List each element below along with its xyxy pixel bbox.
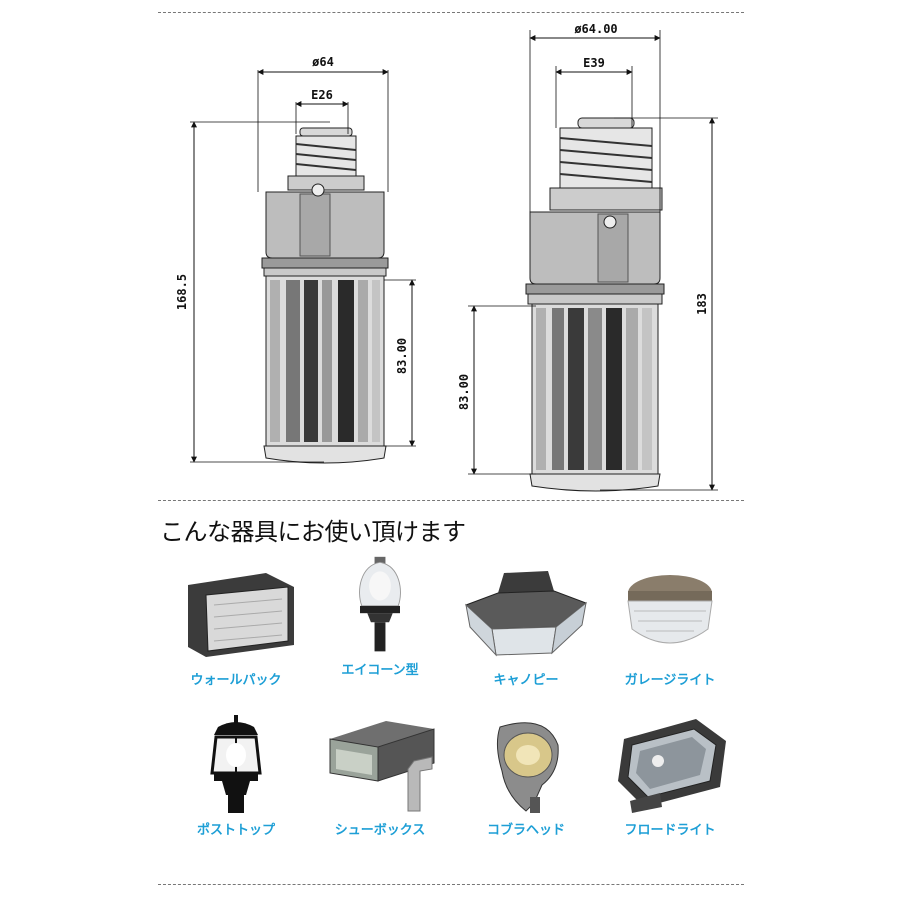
right-bulb: ø64.00 E39 183 83.00	[457, 22, 718, 492]
acorn-light-icon	[359, 556, 401, 652]
left-height-label: 168.5	[175, 274, 189, 310]
fixture-garage: ガレージライト	[600, 565, 740, 715]
left-bulb-base	[287, 127, 365, 191]
fixture-wall-pack: ウォールパック	[166, 565, 306, 715]
right-height-label: 183	[695, 293, 709, 315]
shoebox-light-icon	[329, 721, 435, 812]
fixture-flood-light: フロードライト	[600, 715, 740, 865]
fixture-label: ポストトップ	[196, 823, 275, 838]
left-bulb: ø64 E26 168.5 83.00	[175, 55, 416, 464]
left-bulb-led-body	[263, 275, 387, 464]
fixture-canopy: キャノピー	[456, 565, 596, 715]
right-bulb-housing	[525, 211, 665, 305]
fixture-label: ガレージライト	[624, 673, 716, 688]
left-bulb-housing	[261, 183, 389, 277]
post-top-icon	[210, 715, 262, 813]
fixture-label: エイコーン型	[341, 663, 419, 678]
section-title: こんな器具にお使い頂けます	[160, 518, 466, 546]
fixture-cobra-head: コブラヘッド	[456, 715, 596, 865]
right-led-height-label: 83.00	[457, 374, 471, 410]
fixture-label: コブラヘッド	[486, 823, 565, 838]
fixture-label: フロードライト	[624, 823, 716, 838]
cobra-head-icon	[496, 722, 559, 813]
middle-divider	[158, 500, 744, 501]
bottom-divider	[158, 884, 744, 885]
right-bulb-led-body	[529, 303, 661, 492]
fixture-shoebox: シューボックス	[310, 715, 450, 865]
fixture-label: キャノピー	[493, 673, 559, 688]
right-base-label: E39	[583, 56, 605, 70]
bulb-dimension-drawing: ø64 E26 168.5 83.00	[175, 22, 718, 492]
top-divider	[158, 12, 744, 13]
garage-light-icon	[627, 575, 713, 644]
fixture-label: シューボックス	[334, 823, 426, 838]
flood-light-icon	[618, 719, 726, 813]
fixture-acorn: エイコーン型	[310, 555, 450, 705]
left-base-label: E26	[311, 88, 333, 102]
right-diameter-label: ø64.00	[574, 22, 617, 36]
left-led-height-label: 83.00	[395, 338, 409, 374]
left-diameter-label: ø64	[312, 55, 334, 69]
fixture-label: ウォールパック	[190, 673, 282, 688]
wall-pack-icon	[188, 573, 294, 657]
fixture-post-top: ポストトップ	[166, 715, 306, 865]
right-bulb-base	[549, 117, 663, 211]
fixtures-grid: ウォールパック エイコーン型 キャノピー ガレ	[160, 555, 740, 865]
canopy-light-icon	[465, 571, 587, 657]
